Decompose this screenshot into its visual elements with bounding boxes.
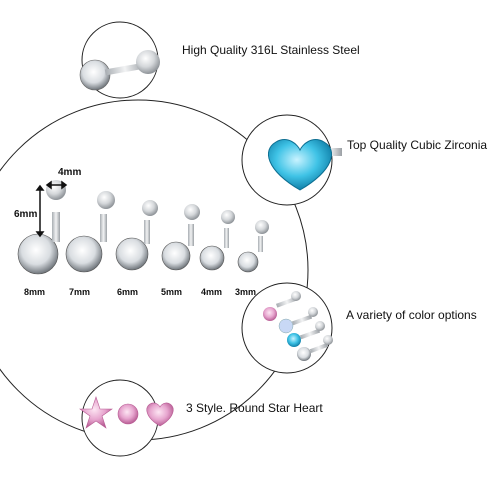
feature-label-colors: A variety of color options (346, 308, 477, 322)
steel-earring-illustration (79, 50, 160, 91)
size-label-4mm: 4mm (201, 287, 223, 297)
earring-4mm (199, 210, 235, 271)
earring-5mm (161, 204, 200, 271)
star-gem-icon (79, 396, 113, 429)
earring-6mm (115, 200, 158, 271)
size-lineup (17, 180, 269, 275)
heart-gem-icon (146, 402, 174, 427)
feature-label-steel: High Quality 316L Stainless Steel (182, 43, 360, 57)
dimension-markers (35, 180, 68, 238)
dimension-width-label: 4mm (58, 167, 82, 178)
earring-8mm (17, 180, 66, 275)
earring-7mm (65, 191, 115, 273)
round-gem-icon (117, 403, 139, 425)
color-earrings-illustration (263, 291, 333, 361)
feature-label-styles: 3 Style. Round Star Heart (186, 401, 323, 415)
dimension-height-label: 6mm (14, 209, 38, 220)
size-label-5mm: 5mm (161, 287, 183, 297)
feature-label-zirconia: Top Quality Cubic Zirconia (347, 138, 488, 152)
blue-heart-gem-illustration (267, 139, 342, 191)
size-label-7mm: 7mm (69, 287, 91, 297)
earring-3mm (237, 220, 269, 273)
style-shapes-illustration (79, 396, 174, 429)
size-label-8mm: 8mm (24, 287, 46, 297)
size-label-6mm: 6mm (117, 287, 139, 297)
size-label-3mm: 3mm (235, 287, 257, 297)
